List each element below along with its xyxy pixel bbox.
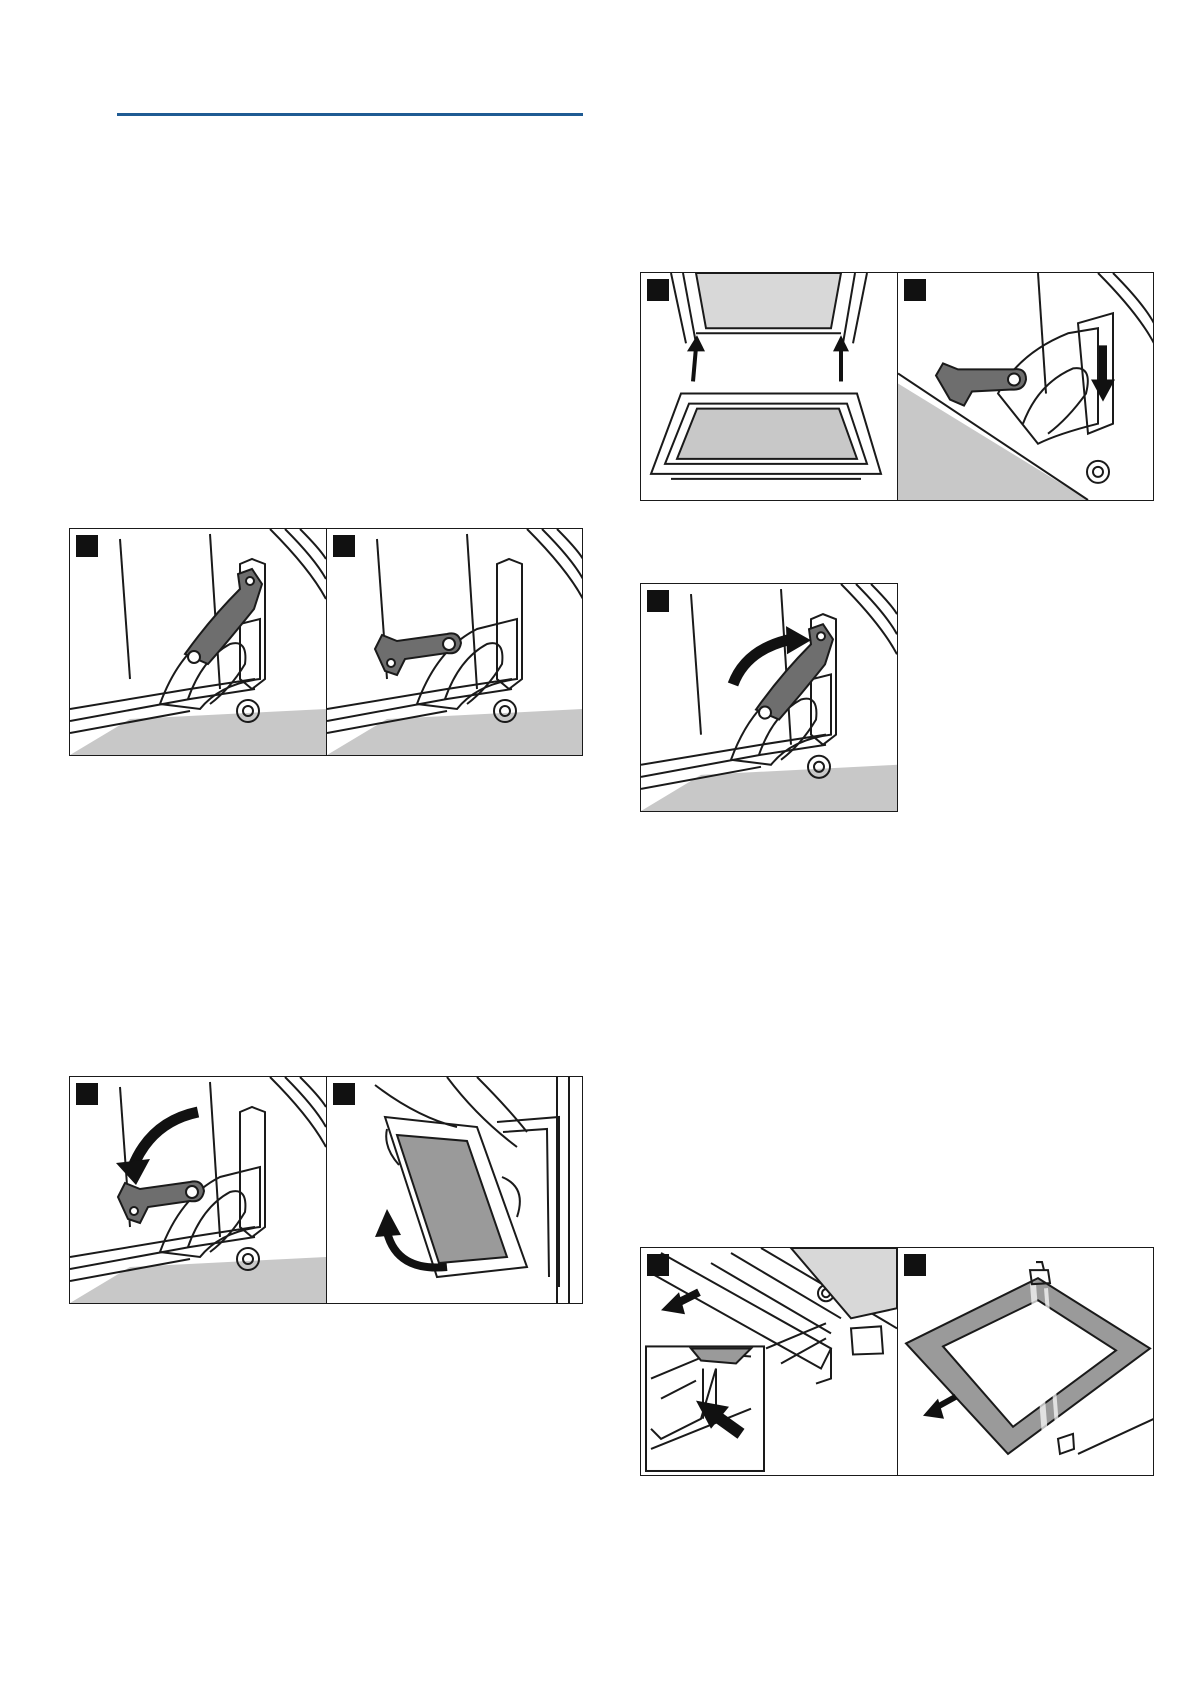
arrow-icon (661, 1292, 685, 1314)
arrow-icon (687, 335, 705, 351)
hinge-slot-down-icon (898, 273, 1154, 500)
figure-door-glass-removal (640, 1247, 1154, 1476)
panel-cover-release (641, 1248, 897, 1475)
inner-glass-pull-out-icon (898, 1248, 1154, 1475)
door-insert-hinges-icon (641, 273, 897, 500)
step-marker-icon (333, 535, 355, 557)
arrow-icon (833, 335, 849, 351)
step-marker-icon (904, 1254, 926, 1276)
panel-hinge-lowered (326, 529, 583, 755)
panel-hinge-fold-up (641, 584, 897, 811)
panel-hinge-raised (70, 529, 326, 755)
arrow-icon (116, 1159, 150, 1185)
figure-door-refit (640, 272, 1154, 501)
hinge-lever-fold-up-icon (641, 584, 897, 811)
figure-door-removal (69, 1076, 583, 1304)
step-marker-icon (76, 1083, 98, 1105)
step-marker-icon (76, 535, 98, 557)
step-marker-icon (904, 279, 926, 301)
panel-door-lift-out (326, 1077, 583, 1303)
step-marker-icon (647, 1254, 669, 1276)
step-marker-icon (647, 279, 669, 301)
arrow-icon (1091, 379, 1115, 401)
panel-door-insert (641, 273, 897, 500)
hinge-lever-fold-down-icon (70, 1077, 326, 1303)
arrow-icon (375, 1209, 401, 1237)
figure-hinge-open-close (69, 528, 583, 756)
hinge-lever-raised-icon (70, 529, 326, 755)
door-lift-out-icon (327, 1077, 583, 1303)
figure-hinge-fold-up (640, 583, 898, 812)
door-cover-release-icon (641, 1248, 897, 1475)
panel-hinge-fold-down (70, 1077, 326, 1303)
panel-inner-glass-out (897, 1248, 1154, 1475)
hinge-lever-lowered-icon (327, 529, 583, 755)
section-heading-rule (117, 113, 583, 116)
step-marker-icon (333, 1083, 355, 1105)
step-marker-icon (647, 590, 669, 612)
panel-hinge-slot-down (897, 273, 1154, 500)
